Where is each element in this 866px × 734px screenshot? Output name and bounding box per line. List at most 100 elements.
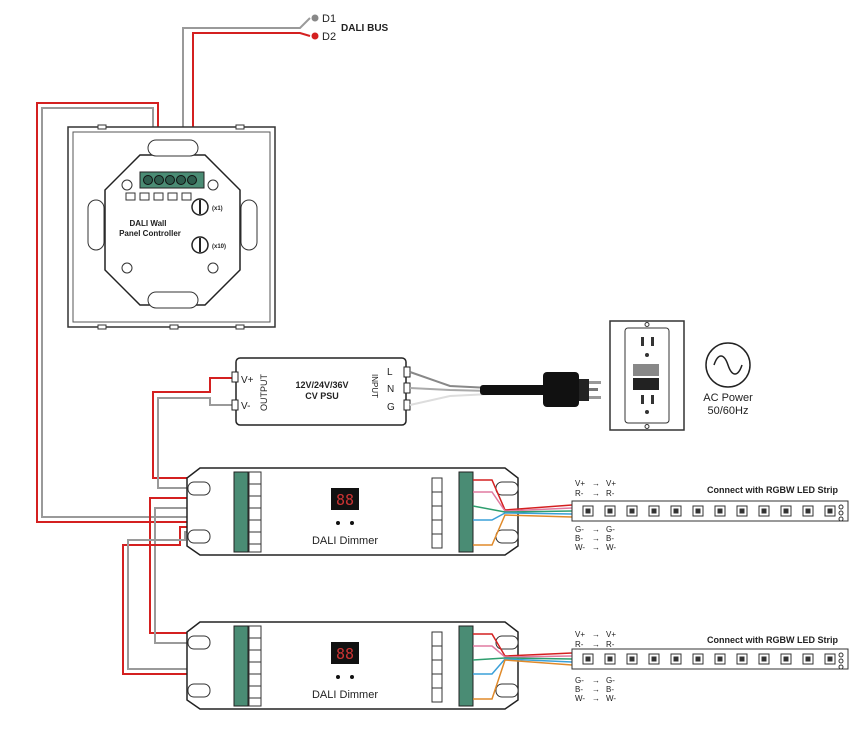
power-plug (543, 372, 601, 407)
led-chip-core (607, 508, 613, 514)
svg-text:→: → (592, 534, 600, 543)
strip-end-pad (838, 658, 844, 664)
svg-text:→: → (592, 479, 600, 488)
dimmer-2-label: DALI Dimmer (312, 689, 378, 701)
dali-dimmer-1 (186, 467, 519, 556)
svg-text:G-: G- (575, 525, 584, 534)
panel-name-line1: DALI Wall (129, 219, 166, 228)
d1-label: D1 (322, 13, 336, 25)
led-chip-core (739, 508, 745, 514)
svg-text:→: → (592, 694, 600, 703)
led-chip-core (695, 508, 701, 514)
svg-text:R-: R- (575, 640, 584, 649)
svg-text:→: → (592, 543, 600, 552)
svg-text:W-: W- (606, 694, 616, 703)
strip-2-connect-label: Connect with RGBW LED Strip (707, 635, 838, 645)
svg-text:→: → (592, 525, 600, 534)
strip-end-pad (838, 504, 844, 510)
dimmer-1-label: DALI Dimmer (312, 535, 378, 547)
led-chip-core (827, 656, 833, 662)
psu-input-label: INPUT (370, 374, 379, 398)
psu-input-wires (409, 371, 491, 406)
led-chip-core (761, 508, 767, 514)
led-chip-core (673, 508, 679, 514)
led-chip-core (585, 508, 591, 514)
led-chip-core (717, 656, 723, 662)
dial-x1-label: (x1) (212, 206, 223, 212)
led-chip-core (805, 656, 811, 662)
led-chip-core (783, 656, 789, 662)
panel-terminal-block (125, 171, 205, 201)
svg-text:V+: V+ (575, 630, 585, 639)
svg-text:→: → (592, 685, 600, 694)
svg-text:B-: B- (606, 685, 614, 694)
svg-text:G-: G- (606, 676, 615, 685)
svg-text:B-: B- (575, 685, 583, 694)
led-chip-core (651, 656, 657, 662)
svg-text:R-: R- (606, 489, 615, 498)
dali-bus-label: DALI BUS (341, 23, 389, 34)
psu-n-label: N (387, 384, 394, 395)
svg-text:→: → (592, 676, 600, 685)
led-chip-core (629, 656, 635, 662)
dali-bus-wires (182, 17, 311, 183)
svg-text:B-: B- (575, 534, 583, 543)
led-chip-core (695, 656, 701, 662)
strip-end-pad (838, 516, 844, 522)
address-dial-x1 (191, 198, 209, 216)
d2-terminal-dot (311, 32, 319, 40)
strip-end-pad (838, 664, 844, 670)
led-chip-core (827, 508, 833, 514)
panel-name-line2: Panel Controller (119, 229, 181, 238)
wall-outlet (609, 320, 685, 431)
led-chip-core (673, 656, 679, 662)
wall-panel (67, 124, 276, 330)
led-chip-core (651, 508, 657, 514)
psu-vminus-label: V- (241, 401, 250, 412)
svg-text:V+: V+ (606, 479, 616, 488)
dial-x10-label: (x10) (212, 244, 226, 250)
led-strip-1 (571, 500, 849, 522)
strip-1-wires (472, 479, 573, 546)
led-chip-core (761, 656, 767, 662)
strip-1-pin-map: V+ → V+ R- → R- G- → G- B- → B- W- → W- (575, 479, 616, 552)
svg-text:→: → (592, 630, 600, 639)
strip-end-pad (838, 652, 844, 658)
svg-text:V+: V+ (575, 479, 585, 488)
svg-text:→: → (592, 640, 600, 649)
psu-g-label: G (387, 402, 395, 413)
ac-frequency-label: 50/60Hz (708, 405, 749, 417)
svg-text:→: → (592, 489, 600, 498)
strip-1-connect-label: Connect with RGBW LED Strip (707, 485, 838, 495)
power-cable (480, 385, 546, 395)
address-dial-x10 (191, 236, 209, 254)
psu-l-label: L (387, 367, 393, 378)
led-chip-core (783, 508, 789, 514)
led-chip-core (805, 508, 811, 514)
psu-title-line1: 12V/24V/36V (295, 380, 348, 390)
dali-dimmer-2 (186, 621, 519, 710)
svg-text:W-: W- (575, 694, 585, 703)
svg-text:B-: B- (606, 534, 614, 543)
cv-psu (231, 357, 411, 426)
svg-text:G-: G- (606, 525, 615, 534)
led-chip-core (585, 656, 591, 662)
svg-text:G-: G- (575, 676, 584, 685)
ac-power-label: AC Power (703, 392, 753, 404)
svg-text:R-: R- (606, 640, 615, 649)
psu-title-line2: CV PSU (305, 391, 339, 401)
d2-label: D2 (322, 31, 336, 43)
d1-terminal-dot (311, 14, 319, 22)
ac-sine-icon (705, 342, 751, 388)
dimmer-2-display: 88 (336, 645, 354, 663)
led-strip-2 (571, 648, 849, 670)
svg-text:W-: W- (575, 543, 585, 552)
led-chip-core (739, 656, 745, 662)
psu-output-label: OUTPUT (259, 374, 269, 412)
led-chip-core (629, 508, 635, 514)
svg-text:V+: V+ (606, 630, 616, 639)
strip-2-wires (472, 633, 573, 700)
svg-text:W-: W- (606, 543, 616, 552)
psu-vplus-label: V+ (241, 375, 254, 386)
